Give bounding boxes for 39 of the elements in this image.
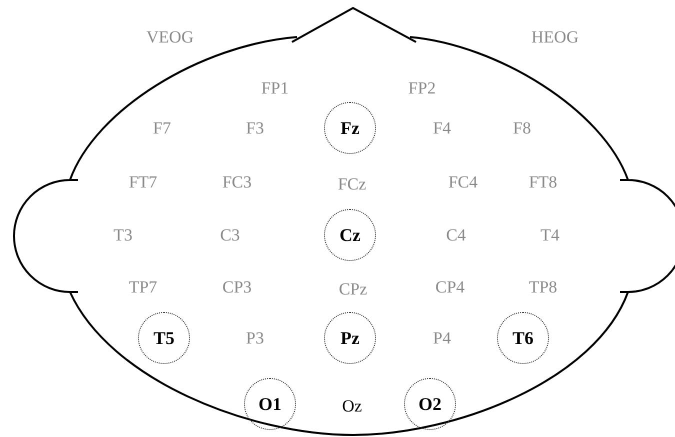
electrode-label: FC4 [448, 174, 478, 190]
electrode-label: FP1 [261, 80, 289, 96]
electrode-circle [324, 102, 376, 154]
electrode-circle [244, 378, 296, 430]
channel-label: VEOG [146, 28, 194, 46]
electrode-label: F4 [433, 120, 451, 136]
electrode-circle [138, 312, 190, 364]
electrode-label: TP7 [128, 278, 158, 296]
electrode-label: FT8 [528, 174, 558, 190]
electrode-label: Cz [340, 226, 360, 244]
electrode-label: F8 [513, 120, 531, 136]
electrode-label: CPz [338, 280, 368, 298]
electrode-label: Pz [340, 329, 360, 347]
electrode-label: O2 [418, 395, 442, 413]
electrode-label: T3 [114, 226, 132, 244]
electrode-circle [324, 312, 376, 364]
electrode-label: C3 [220, 226, 240, 244]
channel-label: HEOG [531, 28, 579, 46]
electrode-label: T4 [540, 226, 560, 244]
electrode-label: T5 [153, 329, 174, 347]
electrode-label: CP4 [435, 278, 465, 296]
electrode-label: Fz [340, 119, 360, 137]
electrode-label: FT7 [128, 174, 158, 190]
electrode-label: P4 [433, 330, 451, 346]
electrode-label: FC3 [222, 174, 252, 190]
electrode-circle [324, 209, 376, 261]
electrode-label: P3 [246, 330, 264, 346]
electrode-label: Oz [342, 398, 362, 414]
electrode-circle [404, 378, 456, 430]
electrode-circle [497, 312, 549, 364]
electrode-label: F7 [153, 120, 171, 136]
electrode-label: FP2 [408, 80, 436, 96]
electrode-label: F3 [246, 120, 264, 136]
electrode-label: FCz [338, 176, 366, 192]
electrode-label: TP8 [528, 278, 558, 296]
electrode-label: CP3 [222, 278, 252, 296]
electrode-label: T6 [512, 329, 534, 347]
electrode-label: O1 [258, 395, 282, 413]
electrode-label: C4 [446, 226, 466, 244]
